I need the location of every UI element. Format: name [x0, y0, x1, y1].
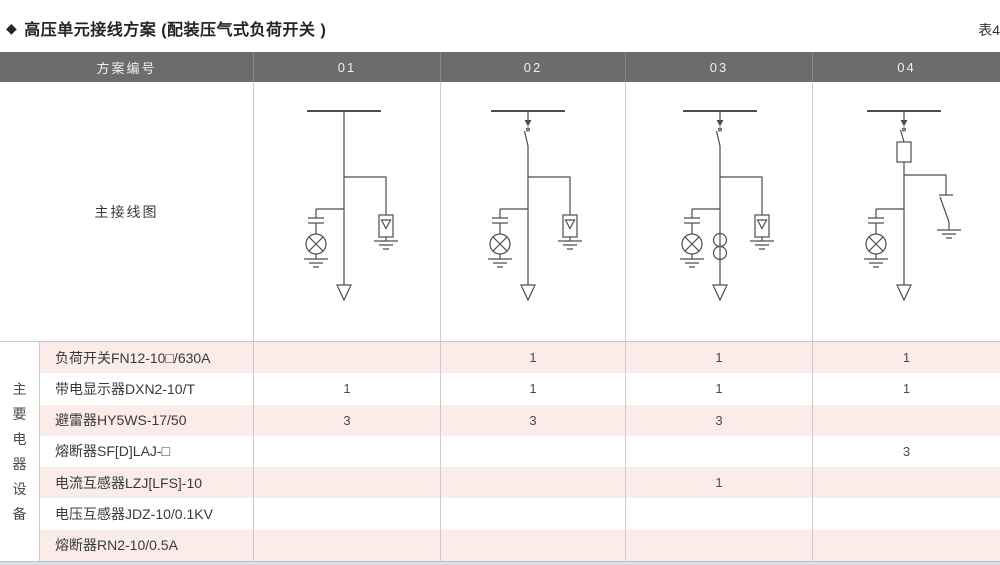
- equipment-name: 负荷开关FN12-10□/630A: [55, 349, 211, 366]
- side-label-char: 要: [12, 405, 27, 422]
- equipment-count: [625, 498, 812, 530]
- equipment-count: 1: [253, 373, 440, 405]
- equipment-name: 电压互感器JDZ-10/0.1KV: [55, 505, 213, 522]
- cable-outlet: [712, 284, 728, 302]
- equipment-count: [812, 498, 1000, 530]
- equipment-count: [440, 498, 625, 530]
- equipment-count: 1: [625, 342, 812, 374]
- cable-outlet: [520, 284, 536, 302]
- header-cell: 01: [253, 52, 440, 82]
- equipment-count: 3: [812, 435, 1000, 468]
- page-title: ◆ 高压单元接线方案 (配装压气式负荷开关 ): [6, 16, 326, 40]
- header-cell: 方案编号: [96, 60, 157, 76]
- side-label-char: 主: [12, 380, 27, 397]
- surge-arrester: [720, 176, 774, 250]
- equipment-count: 1: [812, 342, 1000, 374]
- wiring-diagram-02: [440, 82, 625, 341]
- equipment-name: 电流互感器LZJ[LFS]-10: [55, 474, 203, 491]
- equipment-name: 带电显示器DXN2-10/T: [55, 380, 196, 397]
- equipment-count: 1: [625, 467, 812, 499]
- cable-outlet: [336, 284, 352, 302]
- equipment-count: [253, 498, 440, 530]
- equipment-count: [253, 467, 440, 499]
- equipment-count: 3: [440, 404, 625, 436]
- side-label: 主要电器设备: [0, 342, 40, 561]
- equipment-count: [440, 467, 625, 499]
- table-number-label: 表4: [978, 22, 1000, 38]
- equipment-count: [253, 342, 440, 374]
- title-bar: ◆ 高压单元接线方案 (配装压气式负荷开关 ) 表4: [0, 0, 1000, 40]
- diamond-icon: ◆: [6, 19, 18, 36]
- load-switch: [899, 111, 908, 143]
- load-switch: [715, 111, 724, 147]
- voltage-indicator-lamp: [488, 208, 528, 268]
- equipment-count: 3: [253, 404, 440, 436]
- equipment-count: [812, 529, 1000, 561]
- diagram-row: 主接线图: [0, 82, 1000, 342]
- surge-arrester: [344, 176, 398, 250]
- equipment-count: 1: [625, 373, 812, 405]
- equipment-count: [253, 529, 440, 561]
- equipment-name: 熔断器SF[D]LAJ-□: [55, 443, 171, 460]
- header-cell: 03: [625, 52, 812, 82]
- table-row: 电流互感器LZJ[LFS]-10 1: [40, 467, 1000, 499]
- side-label-char: 电: [12, 430, 27, 447]
- wiring-diagram-01: [253, 82, 440, 341]
- side-label-char: 器: [12, 455, 27, 472]
- fuse: [896, 141, 912, 163]
- page-title-text: 高压单元接线方案 (配装压气式负荷开关 ): [24, 22, 327, 39]
- table-row: 熔断器RN2-10/0.5A: [40, 529, 1000, 561]
- equipment-name: 熔断器RN2-10/0.5A: [55, 537, 178, 554]
- equipment-count: 1: [440, 342, 625, 374]
- equipment-count: [253, 435, 440, 468]
- equipment-count: [812, 467, 1000, 499]
- equipment-count: [440, 529, 625, 561]
- equipment-count: 1: [812, 373, 1000, 405]
- equipment-count: [440, 435, 625, 468]
- equipment-count: [625, 529, 812, 561]
- diagram-row-label: 主接线图: [94, 203, 159, 220]
- voltage-indicator-lamp: [864, 208, 904, 268]
- load-switch: [523, 111, 532, 147]
- wiring-diagram-03: [625, 82, 812, 341]
- equipment-count: 3: [625, 404, 812, 436]
- equipment-count: [625, 435, 812, 468]
- header-cell: 04: [812, 52, 1000, 82]
- voltage-indicator-lamp: [304, 208, 344, 268]
- equipment-count: 1: [440, 373, 625, 405]
- table-bottom-edge: [0, 561, 1000, 565]
- wiring-diagram-04: [812, 82, 1000, 341]
- table-row: 电压互感器JDZ-10/0.1KV: [40, 498, 1000, 530]
- header-cell: 02: [440, 52, 625, 82]
- equipment-count: [812, 404, 1000, 436]
- voltage-indicator-lamp: [680, 208, 720, 268]
- cable-outlet: [896, 284, 912, 302]
- side-label-char: 备: [12, 505, 27, 522]
- surge-arrester: [528, 176, 582, 250]
- equipment-name: 避雷器HY5WS-17/50: [55, 412, 187, 429]
- table-row: 熔断器SF[D]LAJ-□ 3: [40, 435, 1000, 468]
- earthing-switch: [904, 174, 961, 239]
- current-transformer: [712, 232, 728, 261]
- side-label-char: 设: [12, 480, 27, 497]
